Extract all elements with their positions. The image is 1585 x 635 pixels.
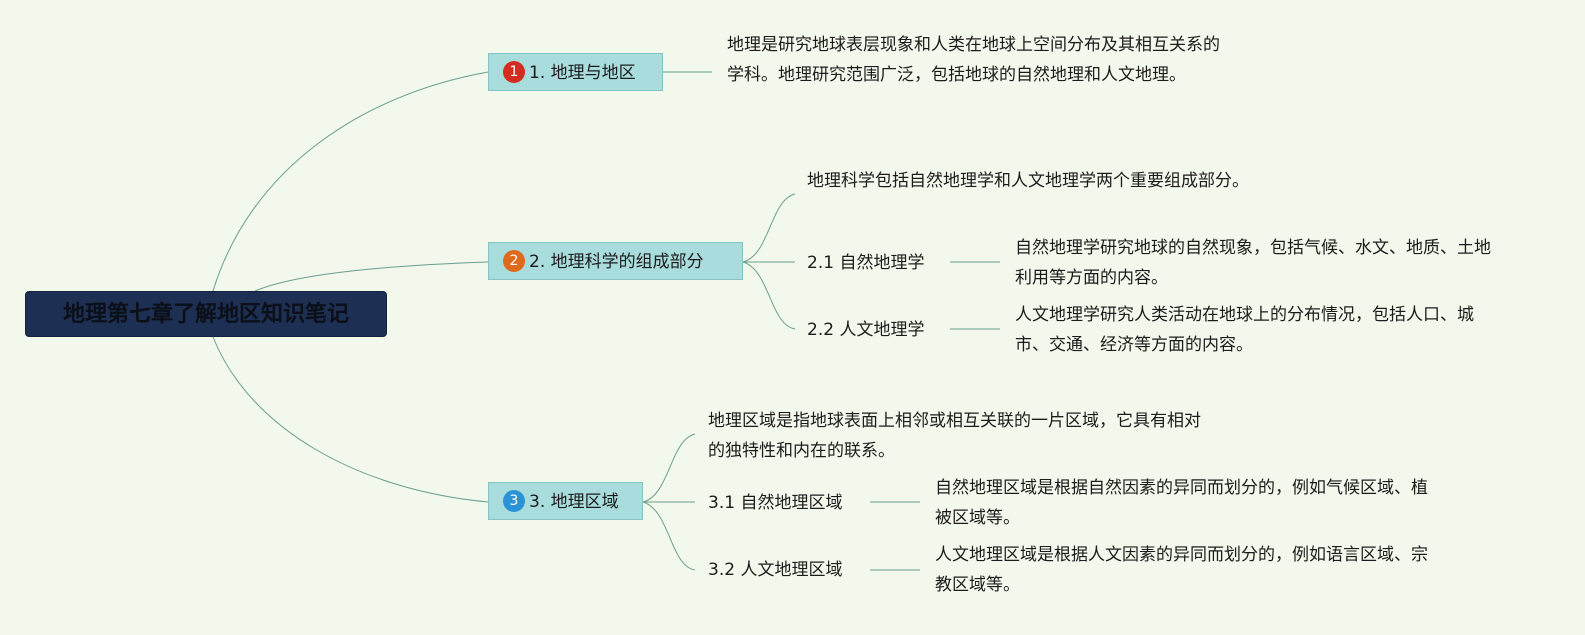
branch-label: 1. 地理与地区: [529, 63, 636, 83]
subtopic-3-2[interactable]: 3.2 人文地理区域: [708, 560, 843, 580]
subtopic-3-1[interactable]: 3.1 自然地理区域: [708, 493, 843, 513]
priority-badge-2: 2: [503, 250, 525, 272]
link-branch-2-note: [742, 193, 796, 263]
branch-note-1[interactable]: 地理是研究地球表层现象和人类在地球上空间分布及其相互关系的学科。地理研究范围广泛…: [727, 35, 1220, 85]
subtopic-2-2[interactable]: 2.2 人文地理学: [807, 320, 925, 340]
root-topic[interactable]: 地理第七章了解地区知识笔记: [25, 291, 387, 337]
subtopic-note-2-1[interactable]: 自然地理学研究地球的自然现象，包括气候、水文、地质、土地利用等方面的内容。: [1015, 238, 1491, 288]
link-root-branch-1: [212, 71, 489, 292]
priority-badge-1: 1: [503, 61, 525, 83]
subtopic-note-3-2[interactable]: 人文地理区域是根据人文因素的异同而划分的，例如语言区域、宗教区域等。: [935, 545, 1428, 595]
subtopic-note-2-2[interactable]: 人文地理学研究人类活动在地球上的分布情况，包括人口、城市、交通、经济等方面的内容…: [1015, 305, 1474, 355]
link-root-branch-3: [212, 336, 489, 503]
branch-label: 2. 地理科学的组成部分: [529, 252, 704, 272]
subtopic-2-1[interactable]: 2.1 自然地理学: [807, 253, 925, 273]
link-root-branch-2: [254, 261, 489, 292]
subtopic-note-3-1[interactable]: 自然地理区域是根据自然因素的异同而划分的，例如气候区域、植被区域等。: [935, 478, 1428, 528]
priority-badge-3: 3: [503, 490, 525, 512]
link-branch-3-note: [642, 433, 696, 503]
link-branch-3-child-2: [642, 501, 696, 571]
branch-note-2[interactable]: 地理科学包括自然地理学和人文地理学两个重要组成部分。: [807, 171, 1249, 191]
branch-note-3[interactable]: 地理区域是指地球表面上相邻或相互关联的一片区域，它具有相对的独特性和内在的联系。: [708, 411, 1201, 461]
link-branch-2-child-2: [742, 261, 796, 330]
branch-label: 3. 地理区域: [529, 492, 619, 512]
